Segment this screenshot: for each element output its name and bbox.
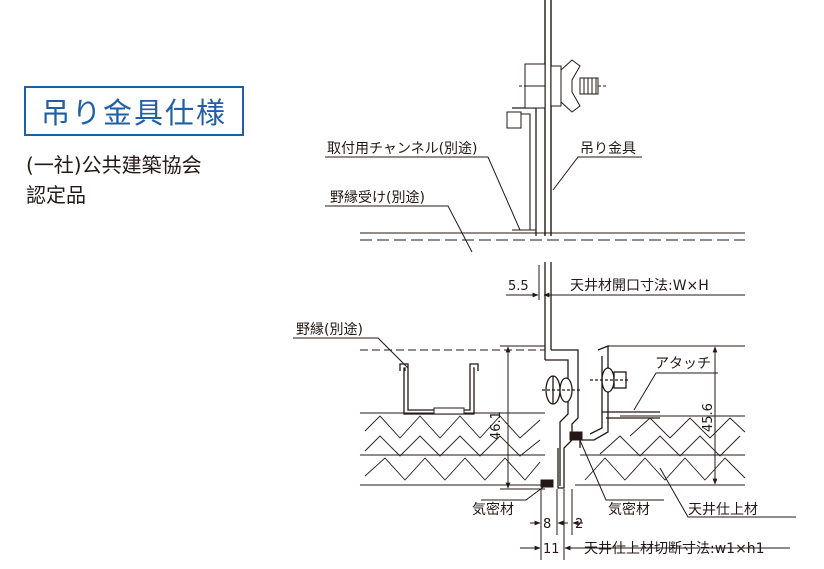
certification-status: 認定品	[26, 183, 86, 207]
dim-bottom-lines	[520, 489, 790, 560]
label-seal-left: 気密材	[472, 501, 514, 518]
board-hatch	[364, 415, 746, 481]
dim-8: 8	[543, 517, 551, 532]
nobuchi-leader	[293, 337, 409, 369]
ceiling-lines	[360, 345, 745, 486]
nobuchi-uke-member	[360, 232, 745, 241]
bolt-assembly	[519, 59, 606, 113]
label-finish: 天井仕上材	[688, 502, 758, 518]
nobuchi-uke-leader	[325, 205, 473, 253]
dim-46-1-lines	[500, 345, 545, 490]
seal-left-mark	[540, 479, 554, 488]
dim-2: 2	[575, 517, 583, 532]
seal-right-leader	[578, 437, 664, 501]
attach-leader	[633, 372, 718, 411]
label-channel: 取付用チャンネル(別途)	[327, 140, 478, 157]
finish-leader	[659, 467, 796, 518]
channel-leader	[325, 156, 521, 231]
page-title-text: 吊り金具仕様	[40, 96, 227, 130]
label-seal-right: 気密材	[608, 501, 650, 518]
dim-11: 11	[543, 542, 560, 557]
dim-45-6: 45.6	[701, 403, 716, 432]
label-hanger: 吊り金具	[580, 141, 636, 157]
hanger-leader	[552, 156, 642, 191]
dim-46-1: 46.1	[489, 411, 504, 440]
label-nobuchi-uke: 野縁受け(別途)	[330, 189, 425, 206]
seal-left-leader	[481, 484, 547, 501]
dim-5-5: 5.5	[508, 279, 529, 294]
mounting-channel	[506, 107, 537, 236]
label-cut: 天井仕上材切断寸法:w1×h1	[584, 541, 765, 557]
certification-note: (一社)公共建築協会 認定品	[26, 150, 202, 210]
page-title: 吊り金具仕様	[24, 86, 244, 136]
label-opening: 天井材開口寸法:W×H	[570, 278, 709, 294]
nobuchi-c-channel	[399, 363, 479, 415]
label-nobuchi: 野縁(別途)	[296, 321, 363, 338]
certification-org: (一社)公共建築協会	[26, 153, 202, 177]
seal-right-mark	[569, 431, 583, 441]
dim-5-5-lines	[506, 265, 745, 300]
label-attach: アタッチ	[655, 356, 711, 372]
hanger-rod	[544, 0, 552, 236]
